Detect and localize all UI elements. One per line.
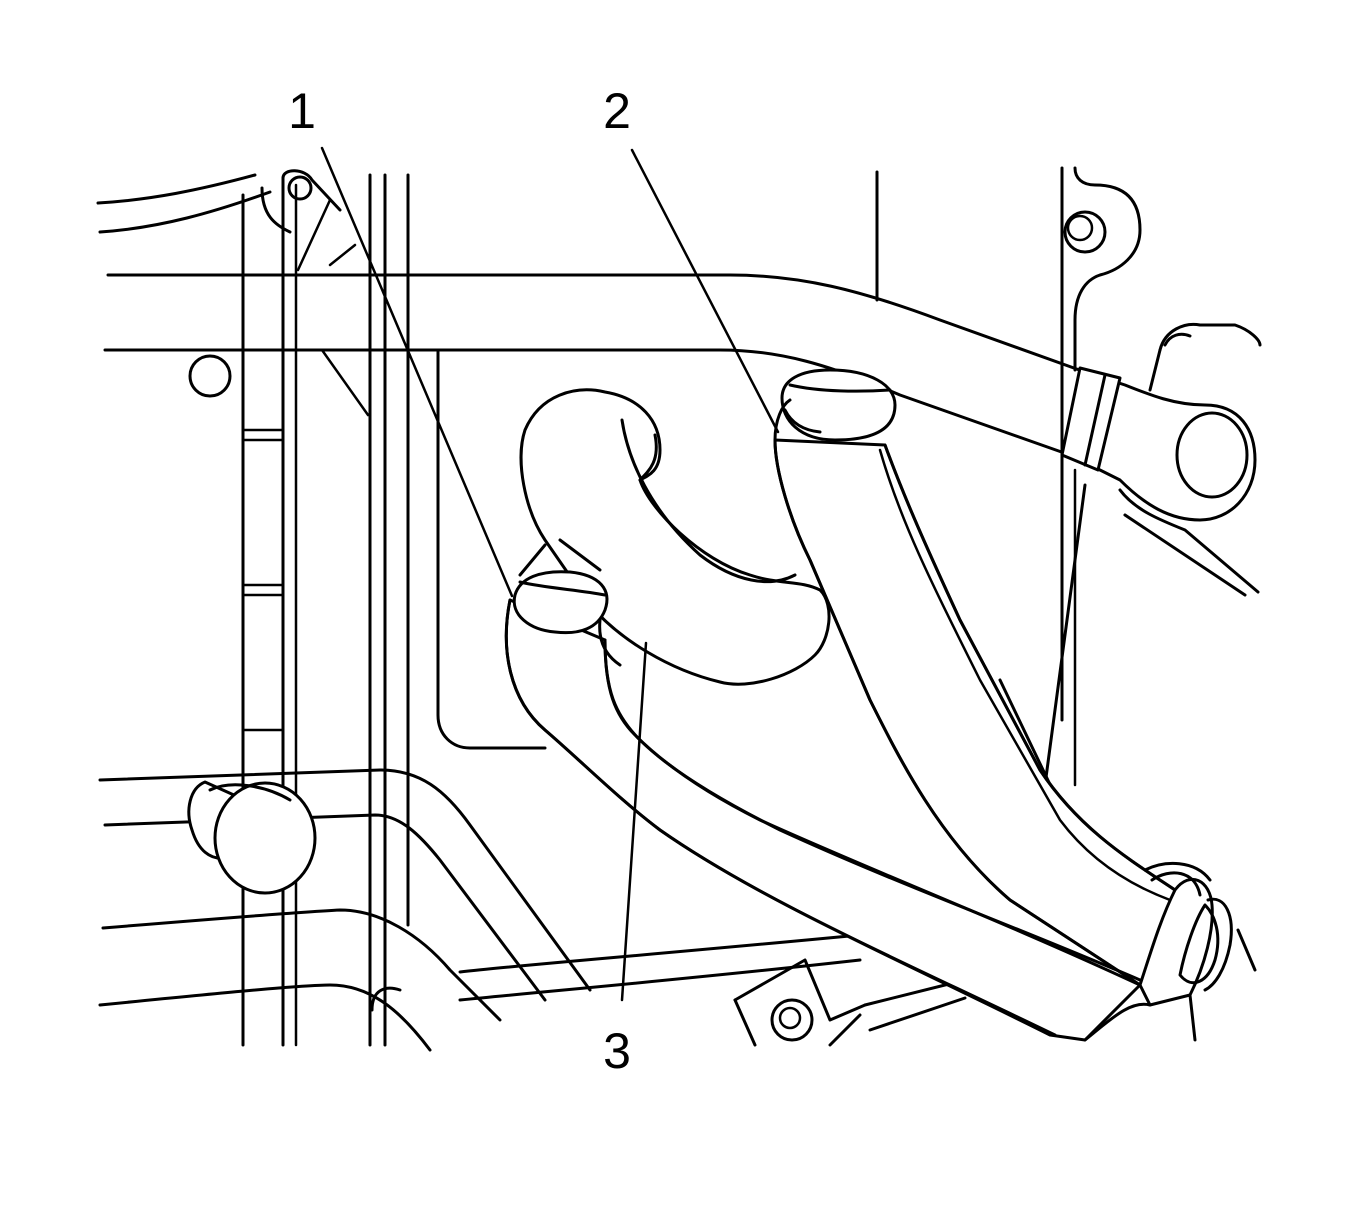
upper-right-fitting [1060,322,1262,522]
callout-2: 2 [603,83,631,139]
hose-1 [504,570,1142,1042]
leader-line-3 [620,641,648,1002]
callout-labels: 1 2 3 [288,83,631,1079]
leader-lines [320,146,780,1002]
background-frame [96,166,1260,1047]
lower-right-clamps [1083,861,1257,1042]
lower-left-pipes [98,768,592,1052]
leader-line-2 [630,148,780,434]
callout-3: 3 [603,1023,631,1079]
hose-2 [773,368,1177,987]
callout-1: 1 [288,83,316,139]
leader-line-1 [320,146,514,598]
